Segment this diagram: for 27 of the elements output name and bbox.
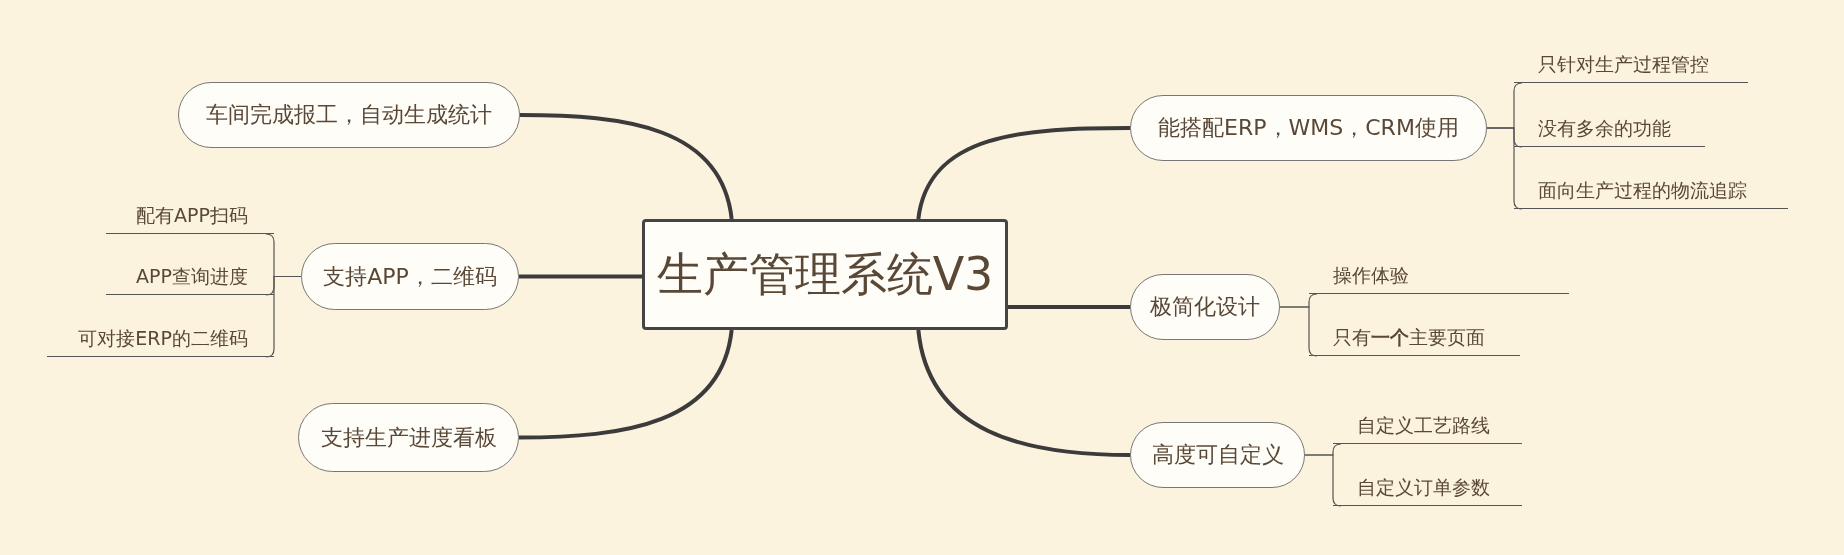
topic-box: 高度可自定义: [1130, 422, 1305, 488]
branch-curve: [1008, 305, 1130, 309]
branch-curve: [916, 126, 1130, 220]
underlined-label: 只针对生产过程管控: [1514, 49, 1748, 83]
topic-box: 能搭配ERP，WMS，CRM使用: [1130, 95, 1487, 161]
underlined-label: 自定义订单参数: [1333, 472, 1522, 506]
underlined-label: 没有多余的功能: [1514, 113, 1705, 147]
underlined-label: 配有APP扫码: [106, 200, 274, 234]
branch-curve: [916, 329, 1131, 457]
underlined-label: 操作体验: [1309, 260, 1569, 294]
underlined-label: 只有一个主要页面: [1309, 322, 1520, 356]
underlined-label: 可对接ERP的二维码: [47, 323, 274, 357]
bracket-line: [1279, 306, 1318, 357]
underlined-label: 自定义工艺路线: [1333, 410, 1522, 444]
bracket-line: [265, 275, 302, 358]
branch-curve: [519, 274, 642, 279]
branch-curve: [518, 329, 734, 440]
branch-curve: [519, 113, 734, 220]
bracket-line: [1486, 127, 1523, 210]
topic-box: 支持APP，二维码: [301, 243, 519, 310]
central-topic-box: 生产管理系统V3: [642, 219, 1008, 330]
topic-box: 车间完成报工，自动生成统计: [178, 82, 520, 148]
topic-box: 支持生产进度看板: [298, 403, 519, 472]
bracket-line: [1304, 454, 1342, 507]
topic-box: 极简化设计: [1130, 274, 1280, 340]
underlined-label: APP查询进度: [106, 261, 274, 295]
underlined-label: 面向生产过程的物流追踪: [1514, 175, 1788, 209]
